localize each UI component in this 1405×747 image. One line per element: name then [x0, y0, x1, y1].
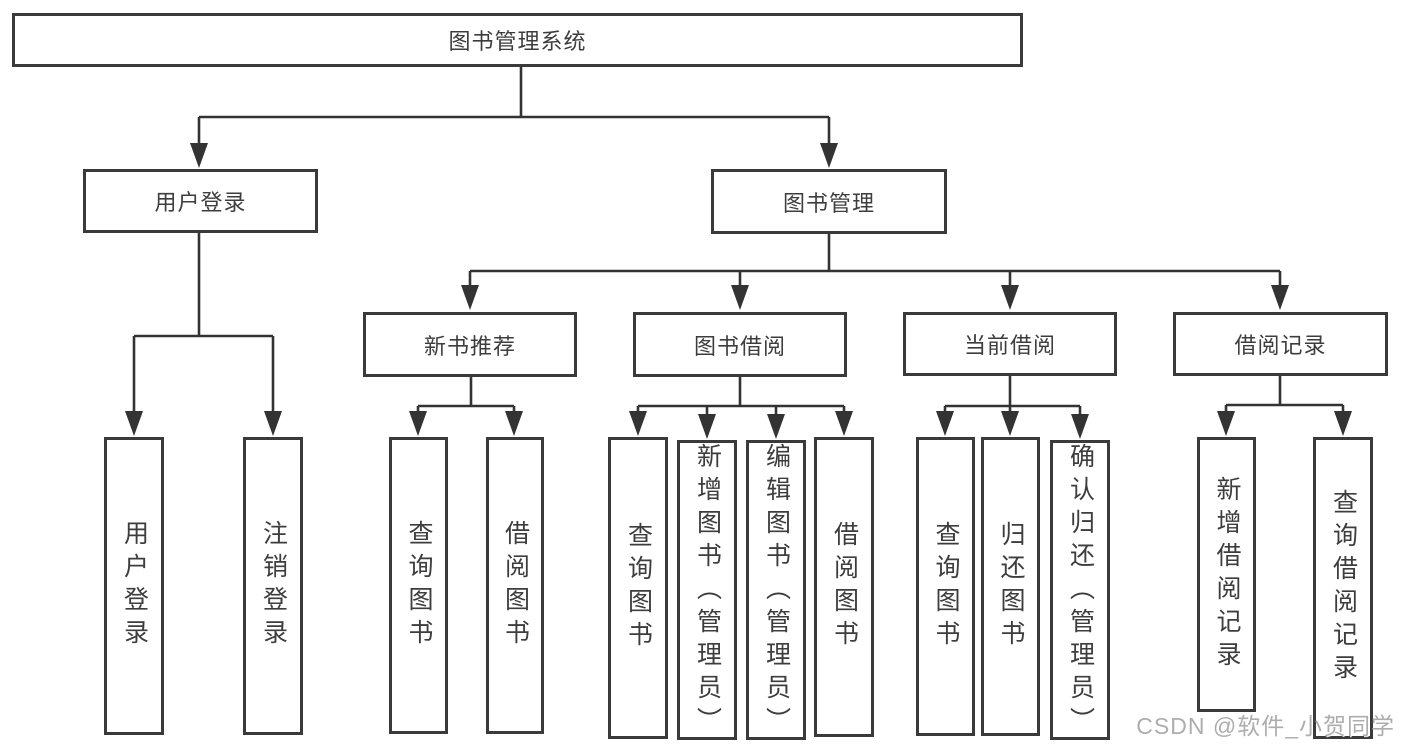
- leaf-query-borrow-record: 查询借阅记录: [1313, 437, 1373, 739]
- leaf-return-books: 归还图书: [981, 437, 1040, 736]
- leaf-add-books-admin: 新增图书（管理员）: [677, 440, 737, 740]
- node-borrow-record: 借阅记录: [1173, 312, 1388, 376]
- leaf-query-books-recommend: 查询图书: [389, 437, 448, 734]
- node-book-borrow: 图书借阅: [633, 312, 847, 377]
- node-root-system: 图书管理系统: [12, 13, 1023, 67]
- leaf-confirm-return-admin: 确认归还（管理员）: [1050, 440, 1110, 740]
- node-book-management: 图书管理: [711, 169, 947, 234]
- leaf-query-books-current: 查询图书: [916, 437, 975, 736]
- node-current-borrow: 当前借阅: [903, 312, 1117, 376]
- leaf-borrow-books-recommend: 借阅图书: [486, 437, 544, 734]
- node-user-login: 用户登录: [83, 169, 318, 233]
- leaf-add-borrow-record: 新增借阅记录: [1197, 437, 1256, 712]
- node-new-book-recommend: 新书推荐: [363, 312, 577, 377]
- csdn-watermark: CSDN @软件_小贺同学: [1136, 713, 1395, 739]
- leaf-user-login: 用户登录: [104, 437, 164, 735]
- leaf-logout: 注销登录: [243, 437, 303, 735]
- leaf-borrow-books: 借阅图书: [814, 437, 874, 737]
- leaf-edit-books-admin: 编辑图书（管理员）: [746, 440, 806, 740]
- leaf-query-books-borrow: 查询图书: [608, 437, 668, 739]
